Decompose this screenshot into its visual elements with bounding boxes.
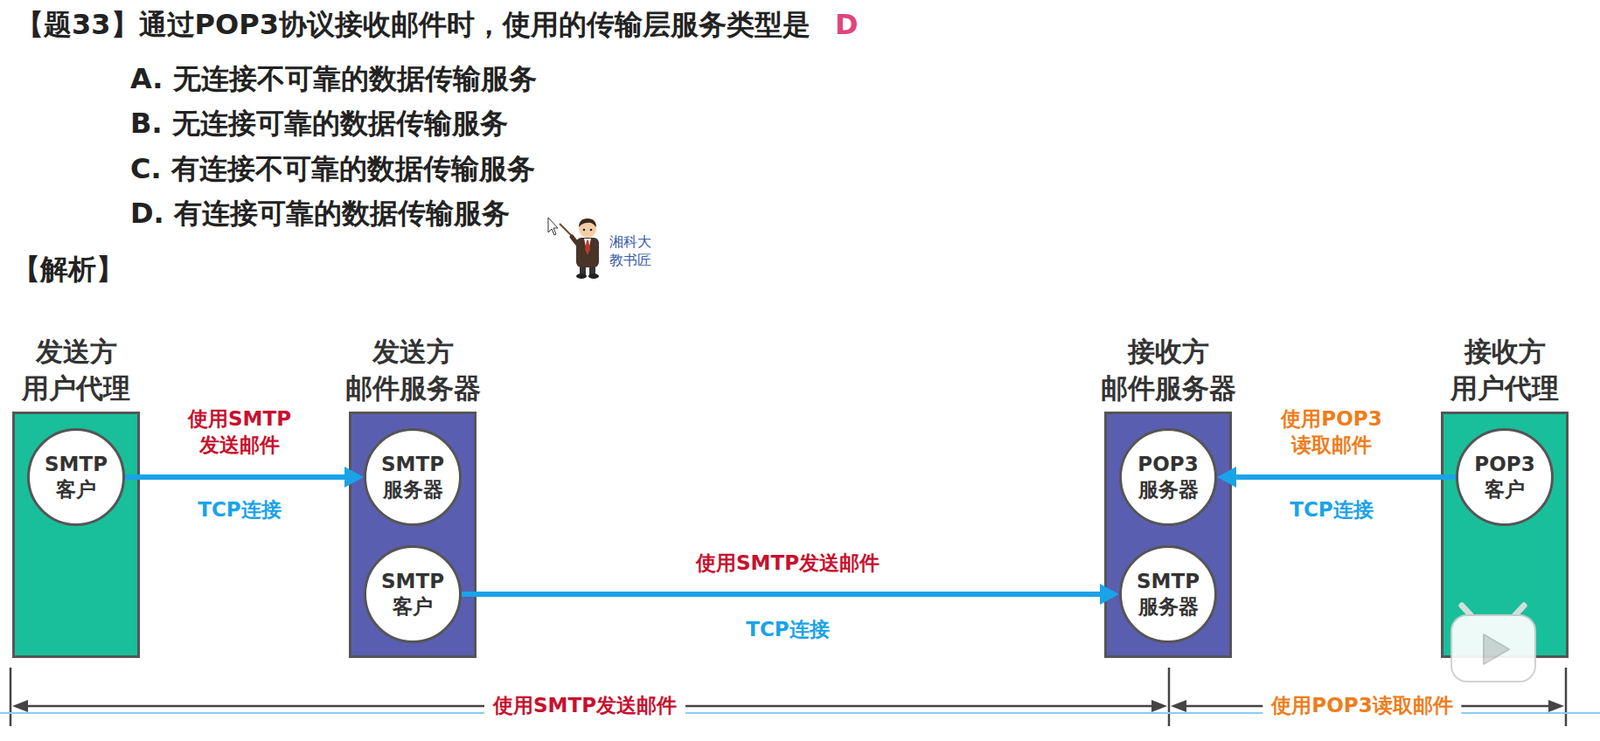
circle-outline <box>1119 545 1218 644</box>
circle-outline <box>27 428 126 527</box>
note-text: B. 无连接可靠的数据传输服务 <box>130 105 508 143</box>
title-holder: 【题33】通过POP3协议接收邮件时，使用的传输层服务类型是 <box>15 6 811 44</box>
circle-outline <box>1455 428 1554 527</box>
label-holder: D <box>834 6 859 44</box>
label-holder: 使用POP3读取邮件 <box>1262 693 1461 720</box>
label-holder: A. 无连接不可靠的数据传输服务 <box>130 61 537 98</box>
circle-shape <box>1120 430 1217 526</box>
teacher-shoe <box>576 273 587 279</box>
mouse-cursor <box>548 217 558 236</box>
span-label: 使用POP3读取邮件 <box>1262 693 1461 720</box>
protocol-circle: SMTP 服务器 <box>1119 545 1218 644</box>
teacher-shoe <box>588 273 599 279</box>
label-holder: D. 有连接可靠的数据传输服务 <box>130 195 510 233</box>
box-heading: 发送方 用户代理 <box>1 333 151 408</box>
edge-label: 使用POP3 读取邮件 <box>1257 406 1406 460</box>
protocol-name: SMTP 客户 <box>368 569 457 620</box>
teacher-cartoon <box>559 218 599 279</box>
note-text: TCP连接 <box>197 497 281 524</box>
logo-antenna <box>1513 605 1524 618</box>
connector-line <box>1232 474 1456 480</box>
tcp-arrow <box>1217 466 1456 488</box>
label-holder: B. 无连接可靠的数据传输服务 <box>130 105 508 143</box>
span-arrowhead <box>1548 700 1565 713</box>
note-text: TCP连接 <box>1289 497 1373 524</box>
protocol-name: SMTP 服务器 <box>1124 569 1212 620</box>
teacher-tie <box>584 240 591 255</box>
agent-box: 发送方 用户代理SMTP 客户 <box>12 333 140 659</box>
span-arrowhead <box>12 700 28 713</box>
edge-label-holder: 使用SMTP发送邮件 <box>695 550 880 578</box>
edge-label: 使用SMTP发送邮件 <box>695 550 880 578</box>
circle-shape <box>1120 547 1217 643</box>
protocol-name: SMTP 服务器 <box>368 452 457 503</box>
edge-label-holder: 使用SMTP 发送邮件 <box>165 406 314 460</box>
teacher-shirt <box>584 238 592 255</box>
protocol-name: SMTP 客户 <box>32 452 120 503</box>
logo-play <box>1483 634 1510 665</box>
box-heading: 发送方 邮件服务器 <box>338 333 487 408</box>
bracket-tick <box>9 667 13 727</box>
span-arrowhead <box>1170 700 1187 713</box>
circle-outline <box>1119 428 1218 527</box>
connector-line <box>125 474 348 480</box>
protocol-name: POP3 客户 <box>1460 452 1549 503</box>
box-heading: 接收方 邮件服务器 <box>1093 333 1243 408</box>
tcp-arrow <box>461 584 1120 606</box>
tcp-arrow <box>125 466 364 488</box>
note-text: 湘科大 教书匠 <box>609 233 657 271</box>
note-text: C. 有连接不可靠的数据传输服务 <box>130 151 536 188</box>
agent-box: 接收方 用户代理POP3 客户 <box>1440 333 1569 659</box>
teacher-eye <box>590 229 593 232</box>
span-arrowhead <box>1151 700 1168 713</box>
label-holder: 【解析】 <box>12 251 125 289</box>
teacher-eye <box>583 229 586 232</box>
protocol-circle: POP3 服务器 <box>1119 428 1218 527</box>
span-label: 使用SMTP发送邮件 <box>484 693 686 720</box>
circle-outline <box>363 545 462 644</box>
agent-box: 接收方 邮件服务器POP3 服务器SMTP 服务器 <box>1104 333 1232 659</box>
circle-shape <box>28 430 125 526</box>
protocol-circle: POP3 客户 <box>1455 428 1554 527</box>
edge-label-holder: 使用POP3 读取邮件 <box>1257 406 1406 460</box>
label-holder: 湘科大 教书匠 <box>609 233 657 271</box>
label-holder: C. 有连接不可靠的数据传输服务 <box>130 151 536 188</box>
connector-line <box>461 591 1104 598</box>
circle-shape <box>1457 430 1553 526</box>
bracket-tick <box>1168 667 1171 727</box>
protocol-circle: SMTP 客户 <box>27 428 126 527</box>
logo-body <box>1451 615 1536 682</box>
question-title: 【题33】通过POP3协议接收邮件时，使用的传输层服务类型是 <box>15 6 811 44</box>
teacher-suit <box>576 237 599 268</box>
protocol-name: POP3 服务器 <box>1124 452 1212 503</box>
bracket-tick <box>1565 667 1568 727</box>
protocol-circle: SMTP 客户 <box>363 545 462 644</box>
circle-shape <box>365 547 461 643</box>
label-holder: TCP连接 <box>1289 497 1373 524</box>
label-holder: TCP连接 <box>197 497 281 524</box>
answer-mark: D <box>834 6 859 44</box>
circle-shape <box>365 430 461 526</box>
label-holder: 使用SMTP发送邮件 <box>484 693 686 720</box>
note-text: A. 无连接不可靠的数据传输服务 <box>130 61 537 98</box>
agent-box: 发送方 邮件服务器SMTP 服务器SMTP 客户 <box>348 333 477 659</box>
bilibili-logo <box>1451 605 1536 682</box>
teacher-hair <box>578 218 597 228</box>
note-text: 【解析】 <box>12 251 125 289</box>
protocol-circle: SMTP 服务器 <box>363 428 462 527</box>
circle-outline <box>363 428 462 527</box>
note-text: D. 有连接可靠的数据传输服务 <box>130 195 510 233</box>
logo-antenna <box>1461 605 1473 618</box>
box-heading: 接收方 用户代理 <box>1430 333 1580 408</box>
span-brackets <box>0 667 1600 727</box>
label-holder: TCP连接 <box>745 617 829 644</box>
edge-label: 使用SMTP 发送邮件 <box>165 406 314 460</box>
note-text: TCP连接 <box>745 617 829 644</box>
